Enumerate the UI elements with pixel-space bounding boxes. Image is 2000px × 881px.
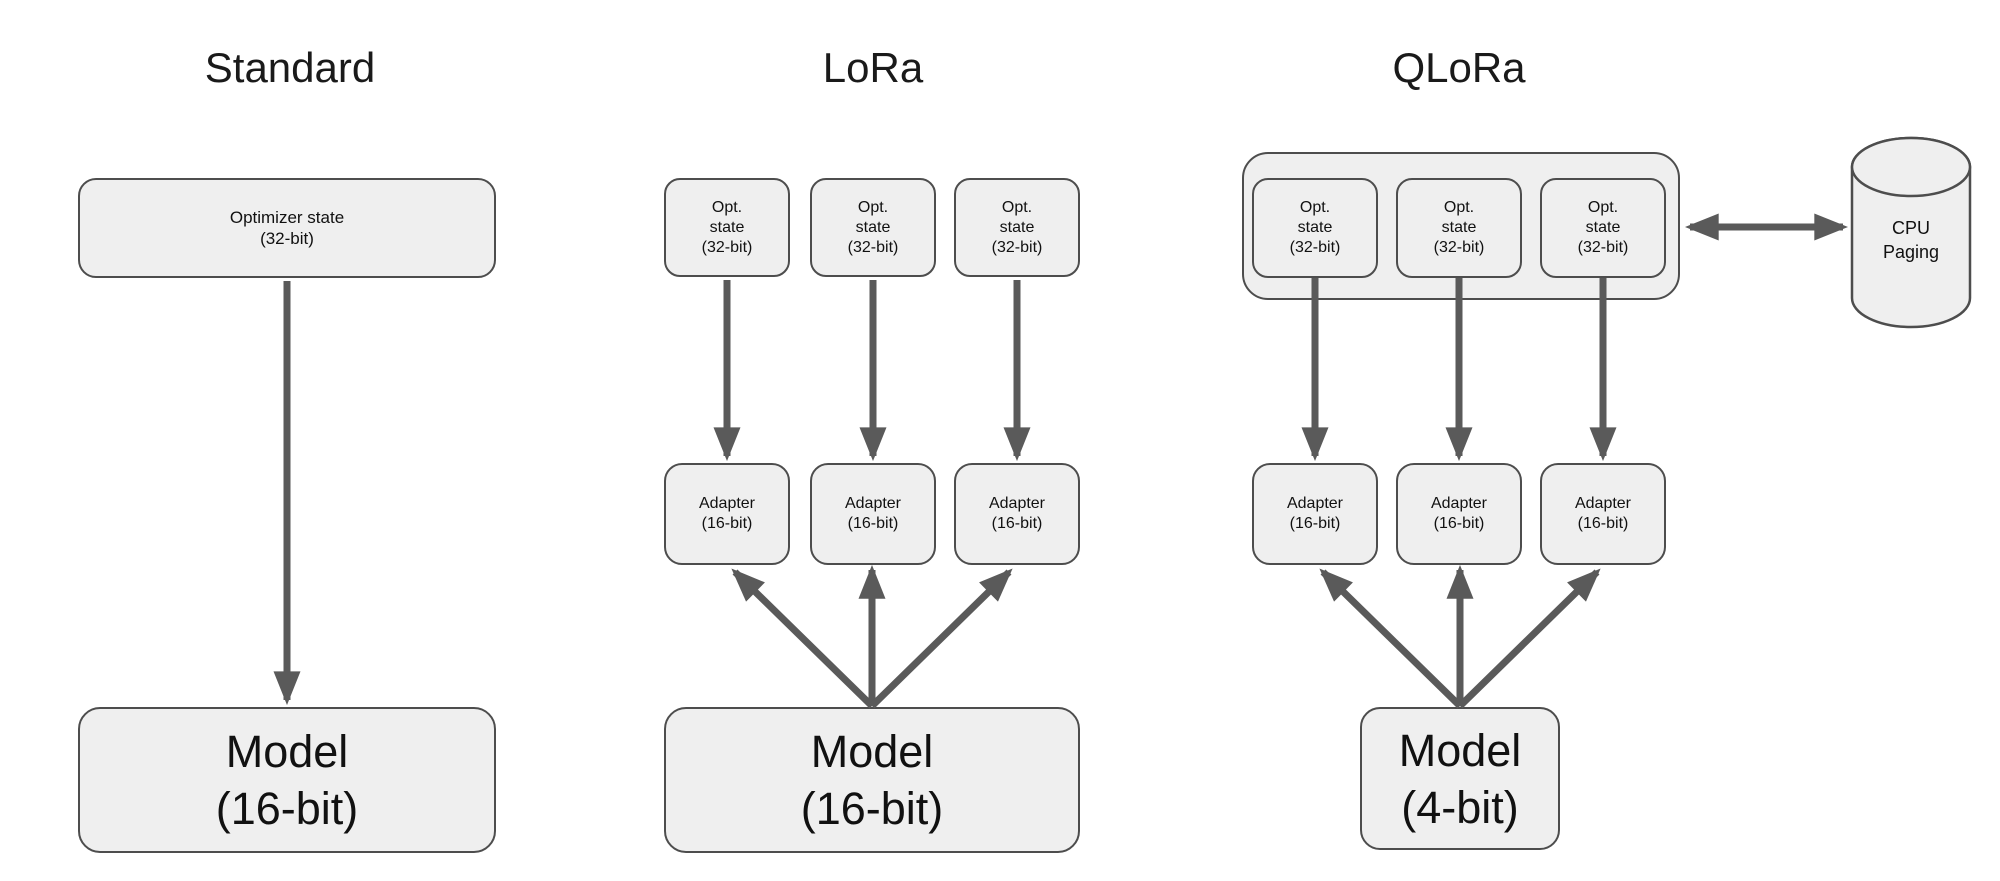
label-line: Opt.	[1001, 198, 1033, 216]
qlora-opt-state-box-1: Opt. state (32-bit)	[1252, 178, 1378, 278]
lora-opt-state-box-2: Opt. state (32-bit)	[810, 178, 936, 277]
label-line: (32-bit)	[260, 229, 314, 248]
qlora-opt-state-box-2: Opt. state (32-bit)	[1396, 178, 1522, 278]
label-line: Optimizer state	[229, 208, 345, 227]
cpu-paging-label: CPU Paging	[1852, 180, 1970, 300]
label-line: (16-bit)	[1433, 515, 1485, 532]
label-line: Adapter	[1286, 495, 1344, 512]
qlora-opt-state-box-3: Opt. state (32-bit)	[1540, 178, 1666, 278]
label-line: Opt.	[711, 198, 743, 216]
standard-model-box: Model (16-bit)	[78, 707, 496, 853]
label-line: state	[1441, 219, 1477, 236]
qlora-model-box: Model (4-bit)	[1360, 707, 1560, 850]
column-title-qlora: QLoRa	[1392, 44, 1526, 91]
label-line: (16-bit)	[991, 515, 1043, 532]
lora-adapter-box-1: Adapter (16-bit)	[664, 463, 790, 565]
label-line: Adapter	[698, 495, 756, 512]
label-line: (32-bit)	[991, 238, 1043, 256]
label-line: state	[999, 218, 1035, 236]
label-line: Opt.	[1299, 199, 1331, 216]
label-line: (16-bit)	[800, 783, 944, 834]
arrow-lora-model-to-adapter1	[731, 568, 875, 709]
lora-adapter-box-2: Adapter (16-bit)	[810, 463, 936, 565]
column-title-standard: Standard	[204, 44, 376, 91]
label-line: Opt.	[1587, 199, 1619, 216]
label-line: Adapter	[1574, 495, 1632, 512]
label-line: (32-bit)	[847, 238, 899, 256]
label-line: (32-bit)	[1433, 239, 1485, 256]
standard-optimizer-state-box: Optimizer state (32-bit)	[78, 178, 496, 278]
label-line: Opt.	[857, 198, 889, 216]
label-line: state	[1585, 219, 1621, 236]
label-line: (32-bit)	[1289, 239, 1341, 256]
lora-adapter-box-3: Adapter (16-bit)	[954, 463, 1080, 565]
label-line: (16-bit)	[701, 515, 753, 532]
label-line: Adapter	[988, 495, 1046, 512]
label-line: Opt.	[1443, 199, 1475, 216]
label-line: Model	[225, 726, 349, 777]
label-line: (16-bit)	[847, 515, 899, 532]
label-line: (16-bit)	[1289, 515, 1341, 532]
qlora-adapter-box-3: Adapter (16-bit)	[1540, 463, 1666, 565]
label-line: Paging	[1882, 242, 1940, 262]
arrow-qlora-model-to-adapter3	[1457, 568, 1601, 709]
lora-model-box: Model (16-bit)	[664, 707, 1080, 853]
lora-opt-state-box-1: Opt. state (32-bit)	[664, 178, 790, 277]
label-line: CPU	[1891, 218, 1930, 238]
lora-opt-state-box-3: Opt. state (32-bit)	[954, 178, 1080, 277]
label-line: Model	[810, 726, 934, 777]
label-line: state	[709, 218, 745, 236]
label-line: (32-bit)	[701, 238, 753, 256]
arrow-qlora-model-to-adapter1	[1319, 568, 1463, 709]
label-line: state	[855, 218, 891, 236]
qlora-adapter-box-1: Adapter (16-bit)	[1252, 463, 1378, 565]
label-line: (32-bit)	[1577, 239, 1629, 256]
label-line: Model	[1398, 724, 1522, 776]
qlora-adapter-box-2: Adapter (16-bit)	[1396, 463, 1522, 565]
arrow-lora-model-to-adapter3	[869, 568, 1013, 709]
label-line: Adapter	[1430, 495, 1488, 512]
label-line: Adapter	[844, 495, 902, 512]
label-line: state	[1297, 219, 1333, 236]
column-title-lora: LoRa	[822, 44, 924, 91]
label-line: (16-bit)	[1577, 515, 1629, 532]
label-line: (16-bit)	[215, 783, 359, 834]
label-line: (4-bit)	[1401, 781, 1519, 833]
